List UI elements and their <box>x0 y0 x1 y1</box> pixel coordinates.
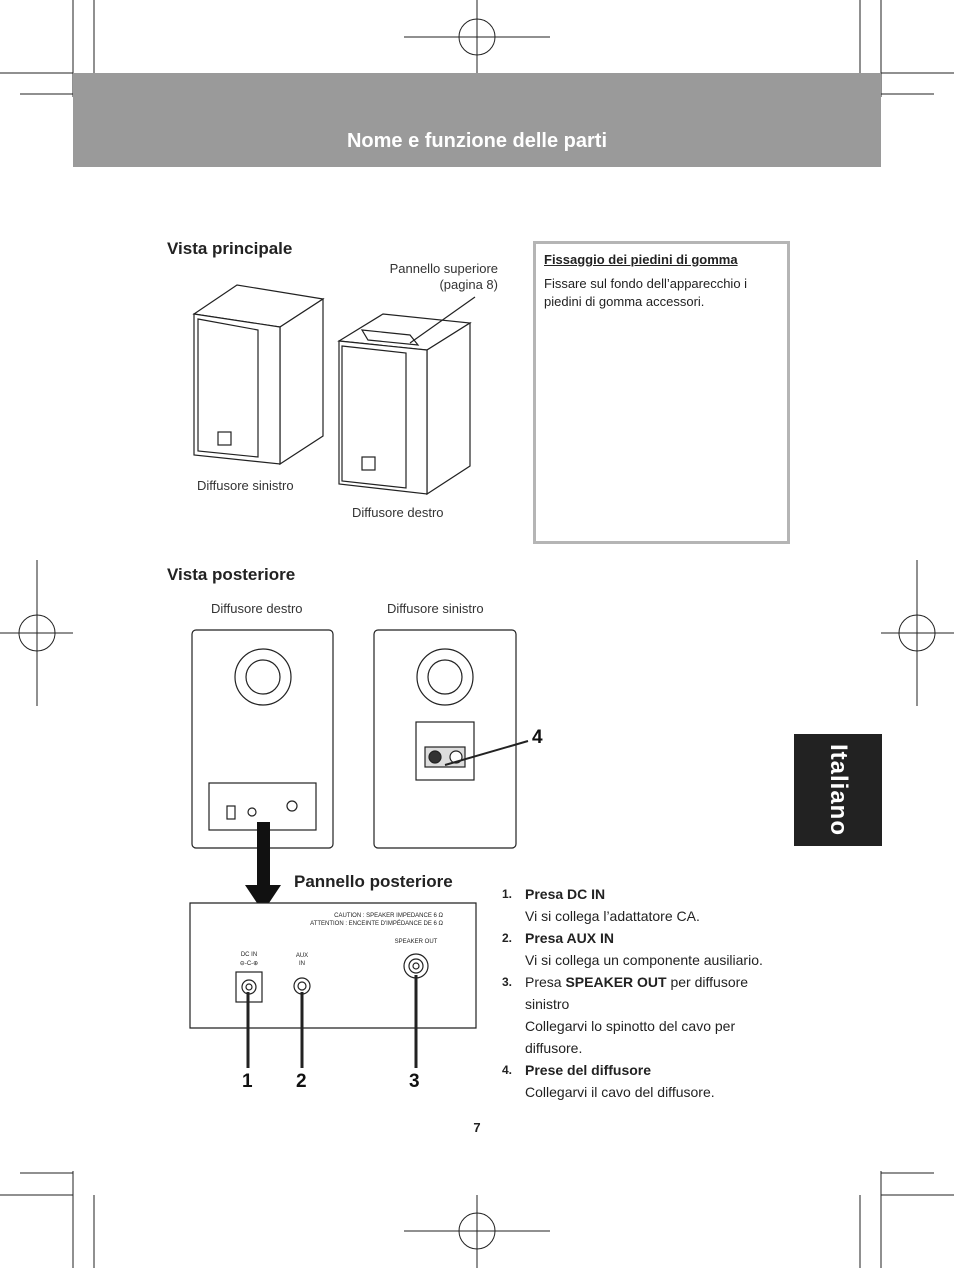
item-number: 1. <box>502 887 513 901</box>
language-tab-label: Italiano <box>825 743 852 837</box>
item-heading: AUX IN <box>566 930 614 946</box>
front-speakers-illustration <box>192 284 476 496</box>
top-panel-label: Pannello superiore (pagina 8) <box>340 261 498 293</box>
dc-polarity-icon: ⊖-C-⊕ <box>239 961 259 967</box>
rear-right-speaker-label: Diffusore destro <box>211 601 303 616</box>
list-item: 1. Presa DC IN Vi si collega l’adattator… <box>502 883 792 927</box>
callout-3: 3 <box>409 1071 420 1092</box>
rear-speakers-illustration <box>191 629 529 849</box>
item-number: 3. <box>502 975 513 989</box>
callout-4: 4 <box>532 727 543 748</box>
speaker-out-label: SPEAKER OUT <box>394 939 438 945</box>
dc-in-label: DC IN <box>240 952 258 958</box>
caution-line2: ATTENTION : ENCEINTE D'IMPÉDANCE DE 6 Ω <box>310 921 443 927</box>
item-description: Collegarvi lo spinotto del cavo per diff… <box>525 1018 736 1056</box>
left-speaker-label: Diffusore sinistro <box>197 478 294 493</box>
callout-1: 1 <box>242 1071 253 1092</box>
top-panel-label-line2: (pagina 8) <box>439 277 498 292</box>
top-panel-label-line1: Pannello superiore <box>389 261 498 276</box>
rear-left-speaker-label: Diffusore sinistro <box>387 601 484 616</box>
caution-label: CAUTION : SPEAKER IMPEDANCE 6 Ω ATTENTIO… <box>300 912 443 928</box>
aux-label-2: IN <box>299 961 305 967</box>
item-description: Vi si collega l’adattatore CA. <box>525 908 700 924</box>
item-description: Collegarvi il cavo del diffusore. <box>525 1084 715 1100</box>
language-tab: Italiano <box>794 734 882 846</box>
rear-view-title: Vista posteriore <box>167 565 296 584</box>
item-description: Vi si collega un componente ausiliario. <box>525 952 763 968</box>
page-title: Nome e funzione delle parti <box>346 130 608 152</box>
callout-2: 2 <box>296 1071 307 1092</box>
arrow-down-icon <box>245 822 281 912</box>
rubber-feet-title: Fissaggio dei piedini di gomma <box>544 252 738 267</box>
main-view-title: Vista principale <box>167 239 293 258</box>
item-prefix: Presa <box>525 930 567 946</box>
rubber-feet-box: Fissaggio dei piedini di gomma Fissare s… <box>533 241 790 544</box>
item-prefix: Presa <box>525 886 568 902</box>
parts-list: 1. Presa DC IN Vi si collega l’adattator… <box>502 883 792 1103</box>
aux-in-label: AUX IN <box>290 952 314 968</box>
list-item: 2. Presa AUX IN Vi si collega un compone… <box>502 927 792 971</box>
page-number: 7 <box>473 1120 481 1135</box>
list-item: 4. Prese del diffusore Collegarvi il cav… <box>502 1059 792 1103</box>
section-header: Nome e funzione delle parti <box>73 73 881 167</box>
rear-panel-illustration <box>189 902 477 1068</box>
item-number: 4. <box>502 1063 513 1077</box>
item-number: 2. <box>502 931 513 945</box>
right-speaker-label: Diffusore destro <box>352 505 444 520</box>
item-heading: Prese del diffusore <box>525 1062 652 1078</box>
item-suffix: per diffusore sinistro <box>525 974 749 1012</box>
item-heading: SPEAKER OUT <box>565 974 667 990</box>
caution-line1: CAUTION : SPEAKER IMPEDANCE 6 Ω <box>334 913 443 919</box>
rear-panel-title: Pannello posteriore <box>294 872 453 891</box>
list-item: 3. Presa SPEAKER OUT per diffusore sinis… <box>502 971 792 1059</box>
aux-label-1: AUX <box>295 953 309 959</box>
item-prefix: Presa <box>525 974 566 990</box>
rubber-feet-text: Fissare sul fondo dell’apparecchio i pie… <box>544 276 748 309</box>
item-heading: DC IN <box>567 886 606 902</box>
